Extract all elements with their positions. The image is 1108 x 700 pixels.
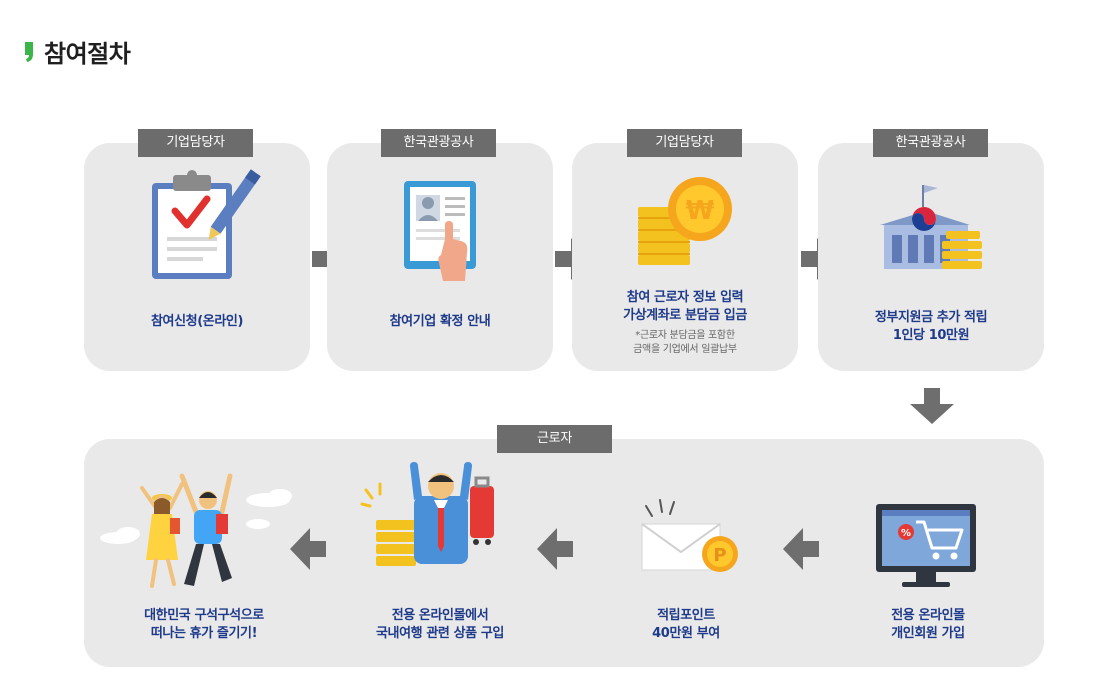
step-2-label: 참여기업 확정 안내 <box>389 314 491 329</box>
arrow-left-icon <box>537 528 573 570</box>
step-card-4: 정부지원금 추가 적립 1인당 10만원 <box>818 143 1044 371</box>
arrow-down-icon <box>910 388 954 424</box>
step-card-3: ₩ 참여 근로자 정보 입력 가상계좌로 분담금 입금 *근로자 분담금을 포함… <box>572 143 798 371</box>
traveling-couple-icon <box>100 473 292 588</box>
tablet-profile-hand-icon <box>404 181 476 281</box>
government-building-coins-icon <box>880 185 982 269</box>
svg-text:₩: ₩ <box>686 196 715 226</box>
step-8-label: 대한민국 구석구석으로 떠나는 휴가 즐기기! <box>144 608 264 641</box>
clipboard-check-pen-icon <box>152 169 261 279</box>
step-5-label: 전용 온라인몰 개인회원 가입 <box>891 608 965 641</box>
step-card-1: 참여신청(온라인) <box>84 143 310 371</box>
step-7-label: 전용 온라인몰에서 국내여행 관련 상품 구입 <box>376 608 504 641</box>
step-3-note: *근로자 분담금을 포함한 금액을 기업에서 일괄납부 <box>633 330 737 355</box>
step-3-role-tag: 기업담당자 <box>627 129 742 157</box>
cheering-man-luggage-icon <box>360 462 494 566</box>
arrow-left-icon <box>783 528 819 570</box>
step-card-2: 참여기업 확정 안내 <box>327 143 553 371</box>
worker-role-tag: 근로자 <box>497 425 612 453</box>
svg-text:%: % <box>901 528 911 539</box>
envelope-point-coin-icon: P <box>641 499 738 572</box>
arrow-left-icon <box>290 528 326 570</box>
svg-text:P: P <box>713 545 726 566</box>
step-1-label: 참여신청(온라인) <box>150 314 243 329</box>
step-4-label: 정부지원금 추가 적립 1인당 10만원 <box>874 310 988 343</box>
page-title: 참여절차 <box>44 40 131 68</box>
step-6-label: 적립포인트 40만원 부여 <box>652 608 720 641</box>
won-coin-stack-icon: ₩ <box>638 177 732 265</box>
online-shop-cart-icon: % <box>876 504 976 587</box>
section-header: 참여절차 <box>24 34 131 69</box>
step-4-role-tag: 한국관광공사 <box>873 129 988 157</box>
step-3-label: 참여 근로자 정보 입력 가상계좌로 분담금 입금 <box>623 290 747 323</box>
step-1-role-tag: 기업담당자 <box>138 129 253 157</box>
step-2-role-tag: 한국관광공사 <box>381 129 496 157</box>
title-mark-icon <box>25 41 33 62</box>
